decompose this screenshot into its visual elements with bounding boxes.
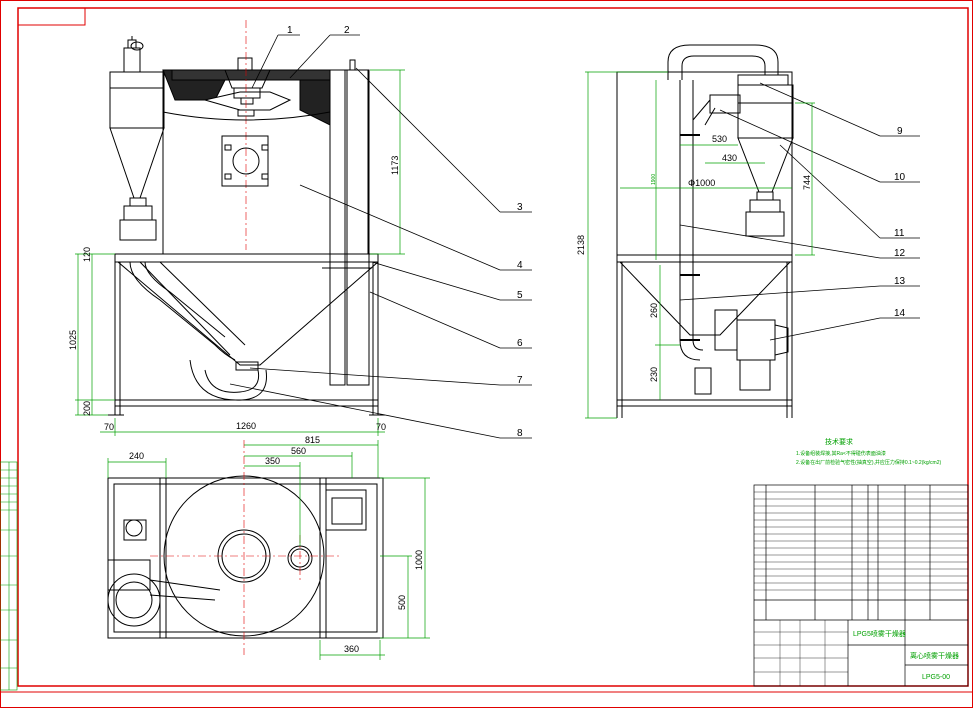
- dim-815: 815: [305, 435, 320, 445]
- dim-1025: 1025: [68, 330, 78, 350]
- leader-9: 9: [897, 126, 903, 137]
- leader-lines: [229, 34, 920, 439]
- corner-stamp-box: [17, 7, 86, 26]
- dim-2138: 2138: [576, 235, 586, 255]
- drawing-frame: [17, 7, 969, 687]
- side-dimensions: [585, 71, 815, 419]
- leader-4: 4: [517, 260, 523, 271]
- leader-1: 1: [287, 25, 293, 36]
- leader-10: 10: [894, 172, 906, 183]
- dim-430: 430: [722, 153, 737, 163]
- parts-list-rows: [754, 491, 968, 686]
- plan-dimensions: [107, 440, 430, 660]
- leader-14: 14: [894, 308, 906, 319]
- title-block: [753, 484, 969, 687]
- dim-500: 500: [397, 595, 407, 610]
- dim-1260: 1260: [236, 421, 256, 431]
- dim-260: 260: [649, 303, 659, 318]
- dim-200: 200: [82, 401, 92, 416]
- dim-744: 744: [802, 175, 812, 190]
- dim-120: 120: [82, 247, 92, 262]
- leader-2: 2: [344, 25, 350, 36]
- leader-12: 12: [894, 248, 906, 259]
- leader-6: 6: [517, 338, 523, 349]
- margin-table: [0, 461, 18, 691]
- dim-360: 360: [344, 644, 359, 654]
- dim-1173: 1173: [390, 156, 400, 175]
- dim-230: 230: [649, 367, 659, 382]
- title-block-drawing-name: 离心喷雾干燥器: [910, 651, 959, 660]
- title-block-product: LPG5喷雾干燥器: [853, 629, 906, 638]
- dim-350: 350: [265, 456, 280, 466]
- dim-560: 560: [291, 446, 306, 456]
- dim-530: 530: [712, 134, 727, 144]
- leader-7: 7: [517, 375, 523, 386]
- title-block-drawing-no: LPG5-00: [922, 674, 950, 681]
- leader-3: 3: [517, 202, 523, 213]
- notes-line-1: 1.设备组装焊接,其Ra<不得碰伤表面油漆: [796, 450, 886, 457]
- leader-5: 5: [517, 290, 523, 301]
- dim-1900: 1900: [651, 174, 657, 185]
- leader-13: 13: [894, 276, 906, 287]
- dim-1000: 1000: [414, 550, 424, 570]
- front-dimensions: [75, 69, 405, 436]
- side-view: [616, 44, 794, 418]
- notes-line-2: 2.设备在出厂前检验气密性(抽真空),并应压力保持0.1~0.2(kg/cm2): [796, 459, 941, 466]
- leader-8: 8: [517, 428, 523, 439]
- notes-title: 技术要求: [825, 437, 853, 446]
- dim-240: 240: [129, 451, 144, 461]
- dim-70-left: 70: [104, 422, 114, 432]
- leader-11: 11: [894, 228, 905, 239]
- dim-d1000: Φ1000: [688, 178, 715, 188]
- dim-70-right: 70: [376, 422, 386, 432]
- front-view: [108, 20, 385, 416]
